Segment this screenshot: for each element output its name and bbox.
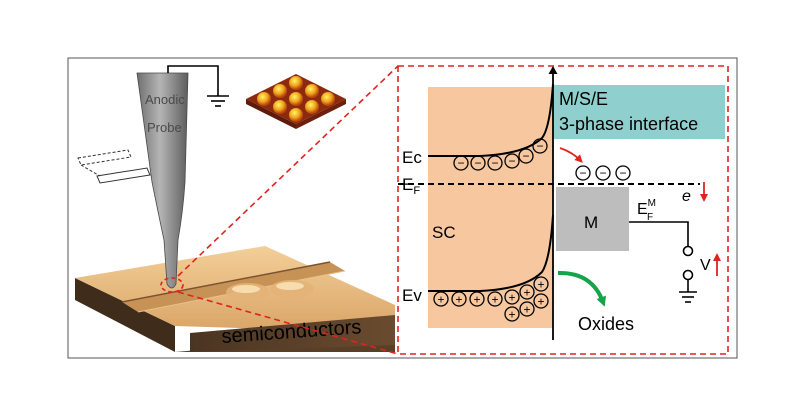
sc-label: SC — [432, 223, 456, 242]
zoom-line-top — [177, 65, 399, 277]
electron-symbol: − — [487, 155, 503, 171]
afm-peak — [273, 84, 287, 98]
afm-peak — [289, 108, 303, 122]
electron-cluster-metal: − − − — [575, 165, 631, 181]
afm-peak — [321, 92, 335, 106]
svg-text:+: + — [523, 303, 530, 317]
interface-box — [553, 85, 725, 139]
electron-transfer-arrow — [559, 147, 583, 163]
hole-symbol: + — [533, 293, 549, 309]
svg-text:+: + — [437, 293, 444, 307]
svg-text:−: − — [536, 139, 543, 153]
conduction-band-edge — [428, 83, 554, 157]
interface-label-line2: 3-phase interface — [559, 114, 698, 134]
electron-symbol: − — [518, 148, 534, 164]
ev-label: Ev — [402, 286, 422, 305]
hole-cluster: + + + + + + + + + + — [433, 276, 549, 322]
svg-text:+: + — [473, 293, 480, 307]
svg-text:+: + — [508, 291, 515, 305]
electron-label: e — [682, 188, 691, 205]
hole-symbol: + — [533, 276, 549, 292]
cantilever-sketch — [77, 149, 151, 184]
electron-symbol: − — [595, 165, 611, 181]
oxidation-arrow — [557, 270, 606, 307]
svg-text:−: − — [457, 156, 464, 170]
svg-text:−: − — [474, 156, 481, 170]
svg-text:−: − — [619, 166, 626, 180]
afm-peak — [305, 84, 319, 98]
hole-symbol: + — [433, 291, 449, 307]
zoom-line-bottom — [177, 291, 399, 355]
electron-symbol: − — [575, 165, 591, 181]
probe-ground — [167, 65, 229, 107]
substrate-left-face — [75, 278, 175, 352]
hole-symbol: + — [519, 301, 535, 317]
electron-symbol: − — [504, 153, 520, 169]
ef-label: EF — [402, 175, 420, 197]
svg-text:+: + — [455, 293, 462, 307]
afm-peak — [273, 100, 287, 114]
ec-label: Ec — [402, 148, 422, 167]
bias-circuit — [629, 221, 697, 303]
hole-symbol: + — [451, 291, 467, 307]
afm-peak — [289, 76, 303, 90]
svg-text:−: − — [508, 154, 515, 168]
hole-symbol: + — [504, 306, 520, 322]
valence-band-edge — [428, 214, 554, 292]
probe-label-anodic: Anodic — [145, 92, 185, 107]
interface-label-line1: M/S/E — [559, 89, 608, 109]
probe-body — [136, 72, 189, 289]
electron-symbol: − — [453, 155, 469, 171]
anodic-probe: Anodic Probe — [136, 72, 189, 289]
voltage-label: V — [700, 257, 711, 274]
oxides-label: Oxides — [578, 314, 634, 334]
hole-symbol: + — [469, 291, 485, 307]
svg-text:−: − — [491, 156, 498, 170]
afm-peak — [289, 92, 303, 106]
hole-symbol: + — [504, 289, 520, 305]
afm-peak — [305, 100, 319, 114]
electron-cluster-sc: − − − − − − — [453, 138, 548, 171]
hole-symbol: + — [487, 291, 503, 307]
substrate-label-strip — [190, 315, 395, 352]
svg-text:−: − — [599, 166, 606, 180]
hole-symbol: + — [519, 284, 535, 300]
electron-symbol: − — [470, 155, 486, 171]
electron-symbol: − — [615, 165, 631, 181]
svg-text:+: + — [491, 293, 498, 307]
zoom-region-marker — [160, 277, 184, 293]
substrate-block: semiconductors — [75, 246, 395, 352]
afm-peak — [257, 92, 271, 106]
svg-text:+: + — [523, 286, 530, 300]
svg-text:+: + — [508, 308, 515, 322]
svg-text:−: − — [522, 149, 529, 163]
metal-region — [556, 187, 629, 251]
svg-text:+: + — [537, 278, 544, 292]
svg-text:+: + — [537, 295, 544, 309]
probe-label-probe: Probe — [147, 120, 182, 135]
metal-label: M — [584, 213, 598, 232]
svg-text:−: − — [579, 166, 586, 180]
electron-symbol: − — [532, 138, 548, 154]
afm-topography-inset — [246, 74, 346, 129]
